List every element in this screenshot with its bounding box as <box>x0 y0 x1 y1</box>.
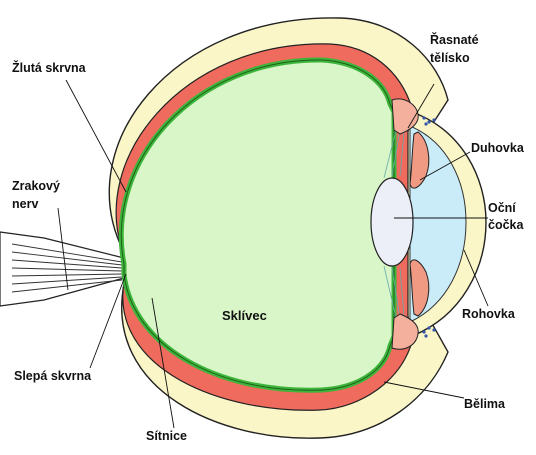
leader-macula <box>66 80 126 192</box>
label-cornea: Rohovka <box>462 307 516 321</box>
label-lens-line2: čočka <box>488 218 524 232</box>
label-macula: Žlutá skrvna <box>12 60 87 75</box>
label-blind-spot: Slepá skvrna <box>14 369 92 383</box>
label-ciliary-line1: Řasnaté <box>430 32 479 47</box>
label-lens-line1: Oční <box>488 201 516 215</box>
label-optic-nerve-line1: Zrakový <box>12 179 60 193</box>
label-iris: Duhovka <box>471 141 525 155</box>
label-ciliary-line2: tělísko <box>430 51 470 65</box>
label-vitreous: Sklívec <box>222 308 267 323</box>
label-sclera: Bělima <box>464 397 506 411</box>
label-retina: Sítnice <box>146 429 187 443</box>
leader-blind-spot <box>90 274 126 368</box>
label-optic-nerve-line2: nerv <box>12 197 38 211</box>
lens-shape <box>371 178 413 266</box>
